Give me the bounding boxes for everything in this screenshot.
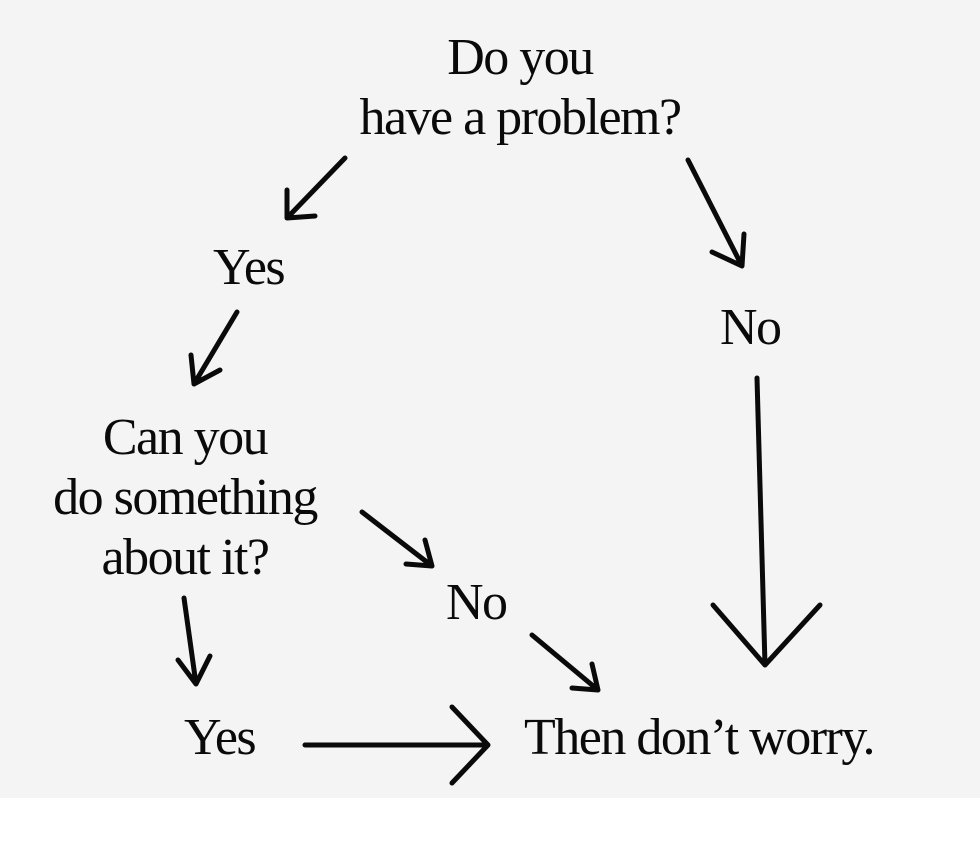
question-2-line-1: Can you	[102, 409, 269, 466]
arrow-question1-to-no	[685, 157, 747, 269]
arrow-no-to-conclusion	[529, 632, 601, 693]
arrow-question2-to-yes	[175, 595, 213, 687]
answer-yes-1: Yes	[213, 239, 286, 296]
arrow-question1-to-yes	[284, 155, 348, 221]
answer-no-1: No	[720, 299, 782, 356]
arrow-yes-to-conclusion	[302, 704, 491, 786]
flowchart: Do you have a problem? Yes No Can you do…	[0, 0, 980, 798]
arrow-question2-to-no	[359, 509, 435, 569]
question-2-line-2: do something	[53, 469, 318, 526]
arrow-no-to-conclusion-long	[710, 375, 823, 668]
answer-yes-2: Yes	[184, 709, 257, 766]
answer-no-2: No	[446, 574, 508, 631]
conclusion-text: Then don’t worry.	[524, 709, 875, 766]
question-2-line-3: about it?	[101, 529, 270, 586]
question-1-line-2: have a problem?	[359, 89, 682, 146]
arrows	[175, 155, 823, 786]
question-1-line-1: Do you	[447, 29, 594, 86]
arrow-yes-to-question2	[188, 309, 240, 387]
